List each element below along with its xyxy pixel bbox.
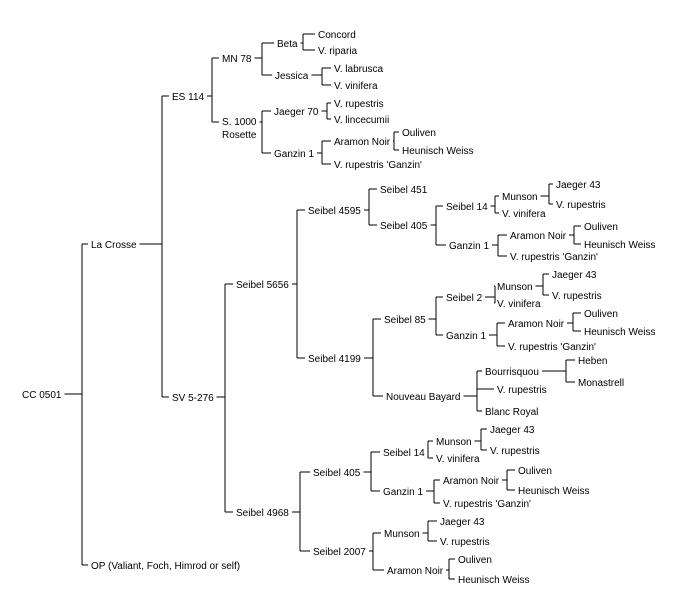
node-blanc-royal: Blanc Royal <box>485 407 538 418</box>
node-monastrell: Monastrell <box>578 378 624 389</box>
node-mn-78: MN 78 <box>222 54 252 65</box>
node-v-vinifera: V. vinifera <box>334 81 378 92</box>
node-concord: Concord <box>318 30 356 41</box>
node-heunisch-weiss: Heunisch Weiss <box>584 327 656 338</box>
node-v-rupestris: V. rupestris <box>556 200 606 211</box>
node-seibel-4968: Seibel 4968 <box>236 508 289 519</box>
node-jessica: Jessica <box>275 71 309 82</box>
node-v-vinifera: V. vinifera <box>497 299 541 310</box>
node-v-rupestris-ganzin: V. rupestris 'Ganzin' <box>334 160 422 171</box>
node-seibel-405: Seibel 405 <box>380 221 428 232</box>
node-ouliven: Ouliven <box>518 466 552 477</box>
node-aramon-noir: Aramon Noir <box>387 566 444 577</box>
node-es-114: ES 114 <box>172 92 204 103</box>
node-v-vinifera: V. vinifera <box>436 454 480 465</box>
node-bourrisquou: Bourrisquou <box>485 367 539 378</box>
node-munson: Munson <box>436 437 472 448</box>
node-v-rupestris: V. rupestris <box>334 99 384 110</box>
node-v-riparia: V. riparia <box>318 46 358 57</box>
node-sv-5-276: SV 5-276 <box>172 393 214 404</box>
node-aramon-noir: Aramon Noir <box>334 137 391 148</box>
node-v-rupestris: V. rupestris <box>552 291 602 302</box>
node-v-rupestris: V. rupestris <box>440 537 490 548</box>
node-op-valiant-foch-himrod-or-self: OP (Valiant, Foch, Himrod or self) <box>91 561 240 572</box>
node-ouliven: Ouliven <box>458 555 492 566</box>
node-v-lincecumii: V. lincecumii <box>334 115 389 126</box>
node-jaeger-43: Jaeger 43 <box>490 425 535 436</box>
node-heunisch-weiss: Heunisch Weiss <box>518 486 590 497</box>
node-seibel-14: Seibel 14 <box>383 448 425 459</box>
node-ganzin-1: Ganzin 1 <box>446 331 486 342</box>
node-s-1000-rosette-line2: Rosette <box>222 130 257 141</box>
node-heunisch-weiss: Heunisch Weiss <box>584 240 656 251</box>
node-s-1000-rosette-line1: S. 1000 <box>222 117 257 128</box>
node-v-vinifera: V. vinifera <box>502 209 546 220</box>
node-seibel-2007: Seibel 2007 <box>313 547 366 558</box>
node-ganzin-1: Ganzin 1 <box>383 487 423 498</box>
node-ouliven: Ouliven <box>584 222 618 233</box>
node-seibel-14: Seibel 14 <box>446 202 488 213</box>
node-jaeger-70: Jaeger 70 <box>274 107 319 118</box>
node-ganzin-1: Ganzin 1 <box>449 241 489 252</box>
node-seibel-85: Seibel 85 <box>384 315 426 326</box>
node-aramon-noir: Aramon Noir <box>443 476 500 487</box>
node-ganzin-1: Ganzin 1 <box>274 149 314 160</box>
node-ouliven: Ouliven <box>584 309 618 320</box>
node-ouliven: Ouliven <box>402 128 436 139</box>
node-seibel-4199: Seibel 4199 <box>308 354 361 365</box>
node-v-rupestris: V. rupestris <box>497 385 547 396</box>
node-seibel-405: Seibel 405 <box>313 468 361 479</box>
node-jaeger-43: Jaeger 43 <box>556 180 601 191</box>
node-nouveau-bayard: Nouveau Bayard <box>386 392 461 403</box>
node-v-rupestris-ganzin: V. rupestris 'Ganzin' <box>443 499 531 510</box>
node-seibel-5656: Seibel 5656 <box>236 280 289 291</box>
node-munson: Munson <box>497 282 533 293</box>
node-jaeger-43: Jaeger 43 <box>440 517 485 528</box>
node-heunisch-weiss: Heunisch Weiss <box>458 575 530 586</box>
node-seibel-451: Seibel 451 <box>380 185 428 196</box>
node-munson: Munson <box>384 529 420 540</box>
node-aramon-noir: Aramon Noir <box>508 319 565 330</box>
node-heunisch-weiss: Heunisch Weiss <box>402 146 474 157</box>
node-seibel-2: Seibel 2 <box>446 293 483 304</box>
node-v-rupestris-ganzin: V. rupestris 'Ganzin' <box>508 342 596 353</box>
node-heben: Heben <box>578 356 607 367</box>
node-jaeger-43: Jaeger 43 <box>552 270 597 281</box>
node-v-rupestris-ganzin: V. rupestris 'Ganzin' <box>510 252 598 263</box>
node-beta: Beta <box>277 39 298 50</box>
node-munson: Munson <box>502 192 538 203</box>
node-v-rupestris: V. rupestris <box>490 446 540 457</box>
node-cc-0501: CC 0501 <box>22 390 62 401</box>
node-seibel-4595: Seibel 4595 <box>308 206 361 217</box>
node-aramon-noir: Aramon Noir <box>510 231 567 242</box>
node-v-labrusca: V. labrusca <box>334 64 384 75</box>
node-la-crosse: La Crosse <box>91 240 137 251</box>
